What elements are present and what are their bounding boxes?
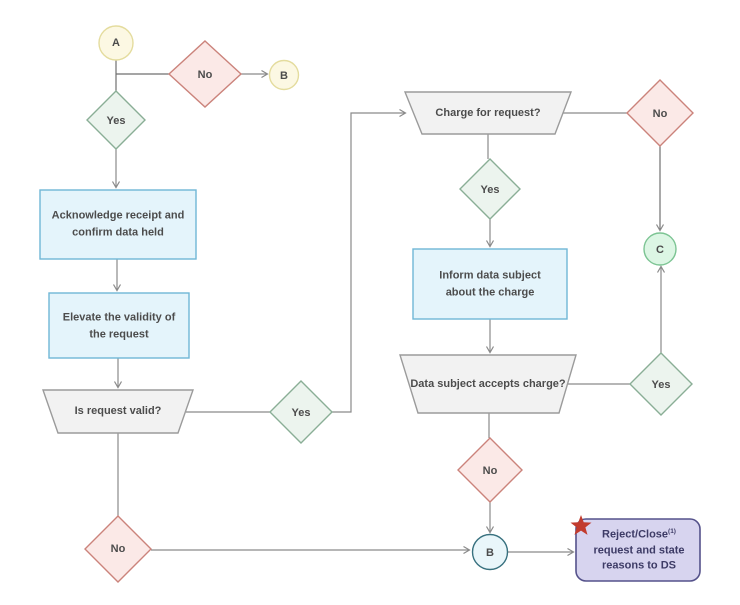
node-acknowledge-rect (39, 189, 197, 260)
node-yesvalid-diamond (269, 380, 333, 444)
node-charge-trapezoid (403, 91, 573, 135)
node-start-a-circle (98, 25, 134, 61)
node-evaluate-rect (48, 292, 190, 359)
nodes (39, 25, 701, 583)
node-yesaccepts-diamond (629, 352, 693, 416)
connectors (111, 60, 666, 557)
node-end-b-top-circle (268, 59, 300, 91)
node-isvalid-trapezoid (42, 389, 194, 434)
node-connector-c-circle (643, 232, 677, 266)
node-yescharge-diamond (459, 158, 521, 220)
node-novalid-diamond (84, 515, 152, 583)
node-nocharge-diamond (626, 79, 694, 147)
node-yes-top-diamond (86, 90, 146, 150)
node-reject-roundrect (575, 518, 701, 582)
node-inform-rect (412, 248, 568, 320)
node-noaccepts-diamond (457, 437, 523, 503)
star-icon (570, 515, 592, 535)
node-connector-b-circle (471, 533, 509, 571)
node-no-top-diamond (167, 40, 243, 108)
edge-yesvalid-to-charge (332, 108, 407, 413)
node-accepts-trapezoid (399, 354, 577, 414)
